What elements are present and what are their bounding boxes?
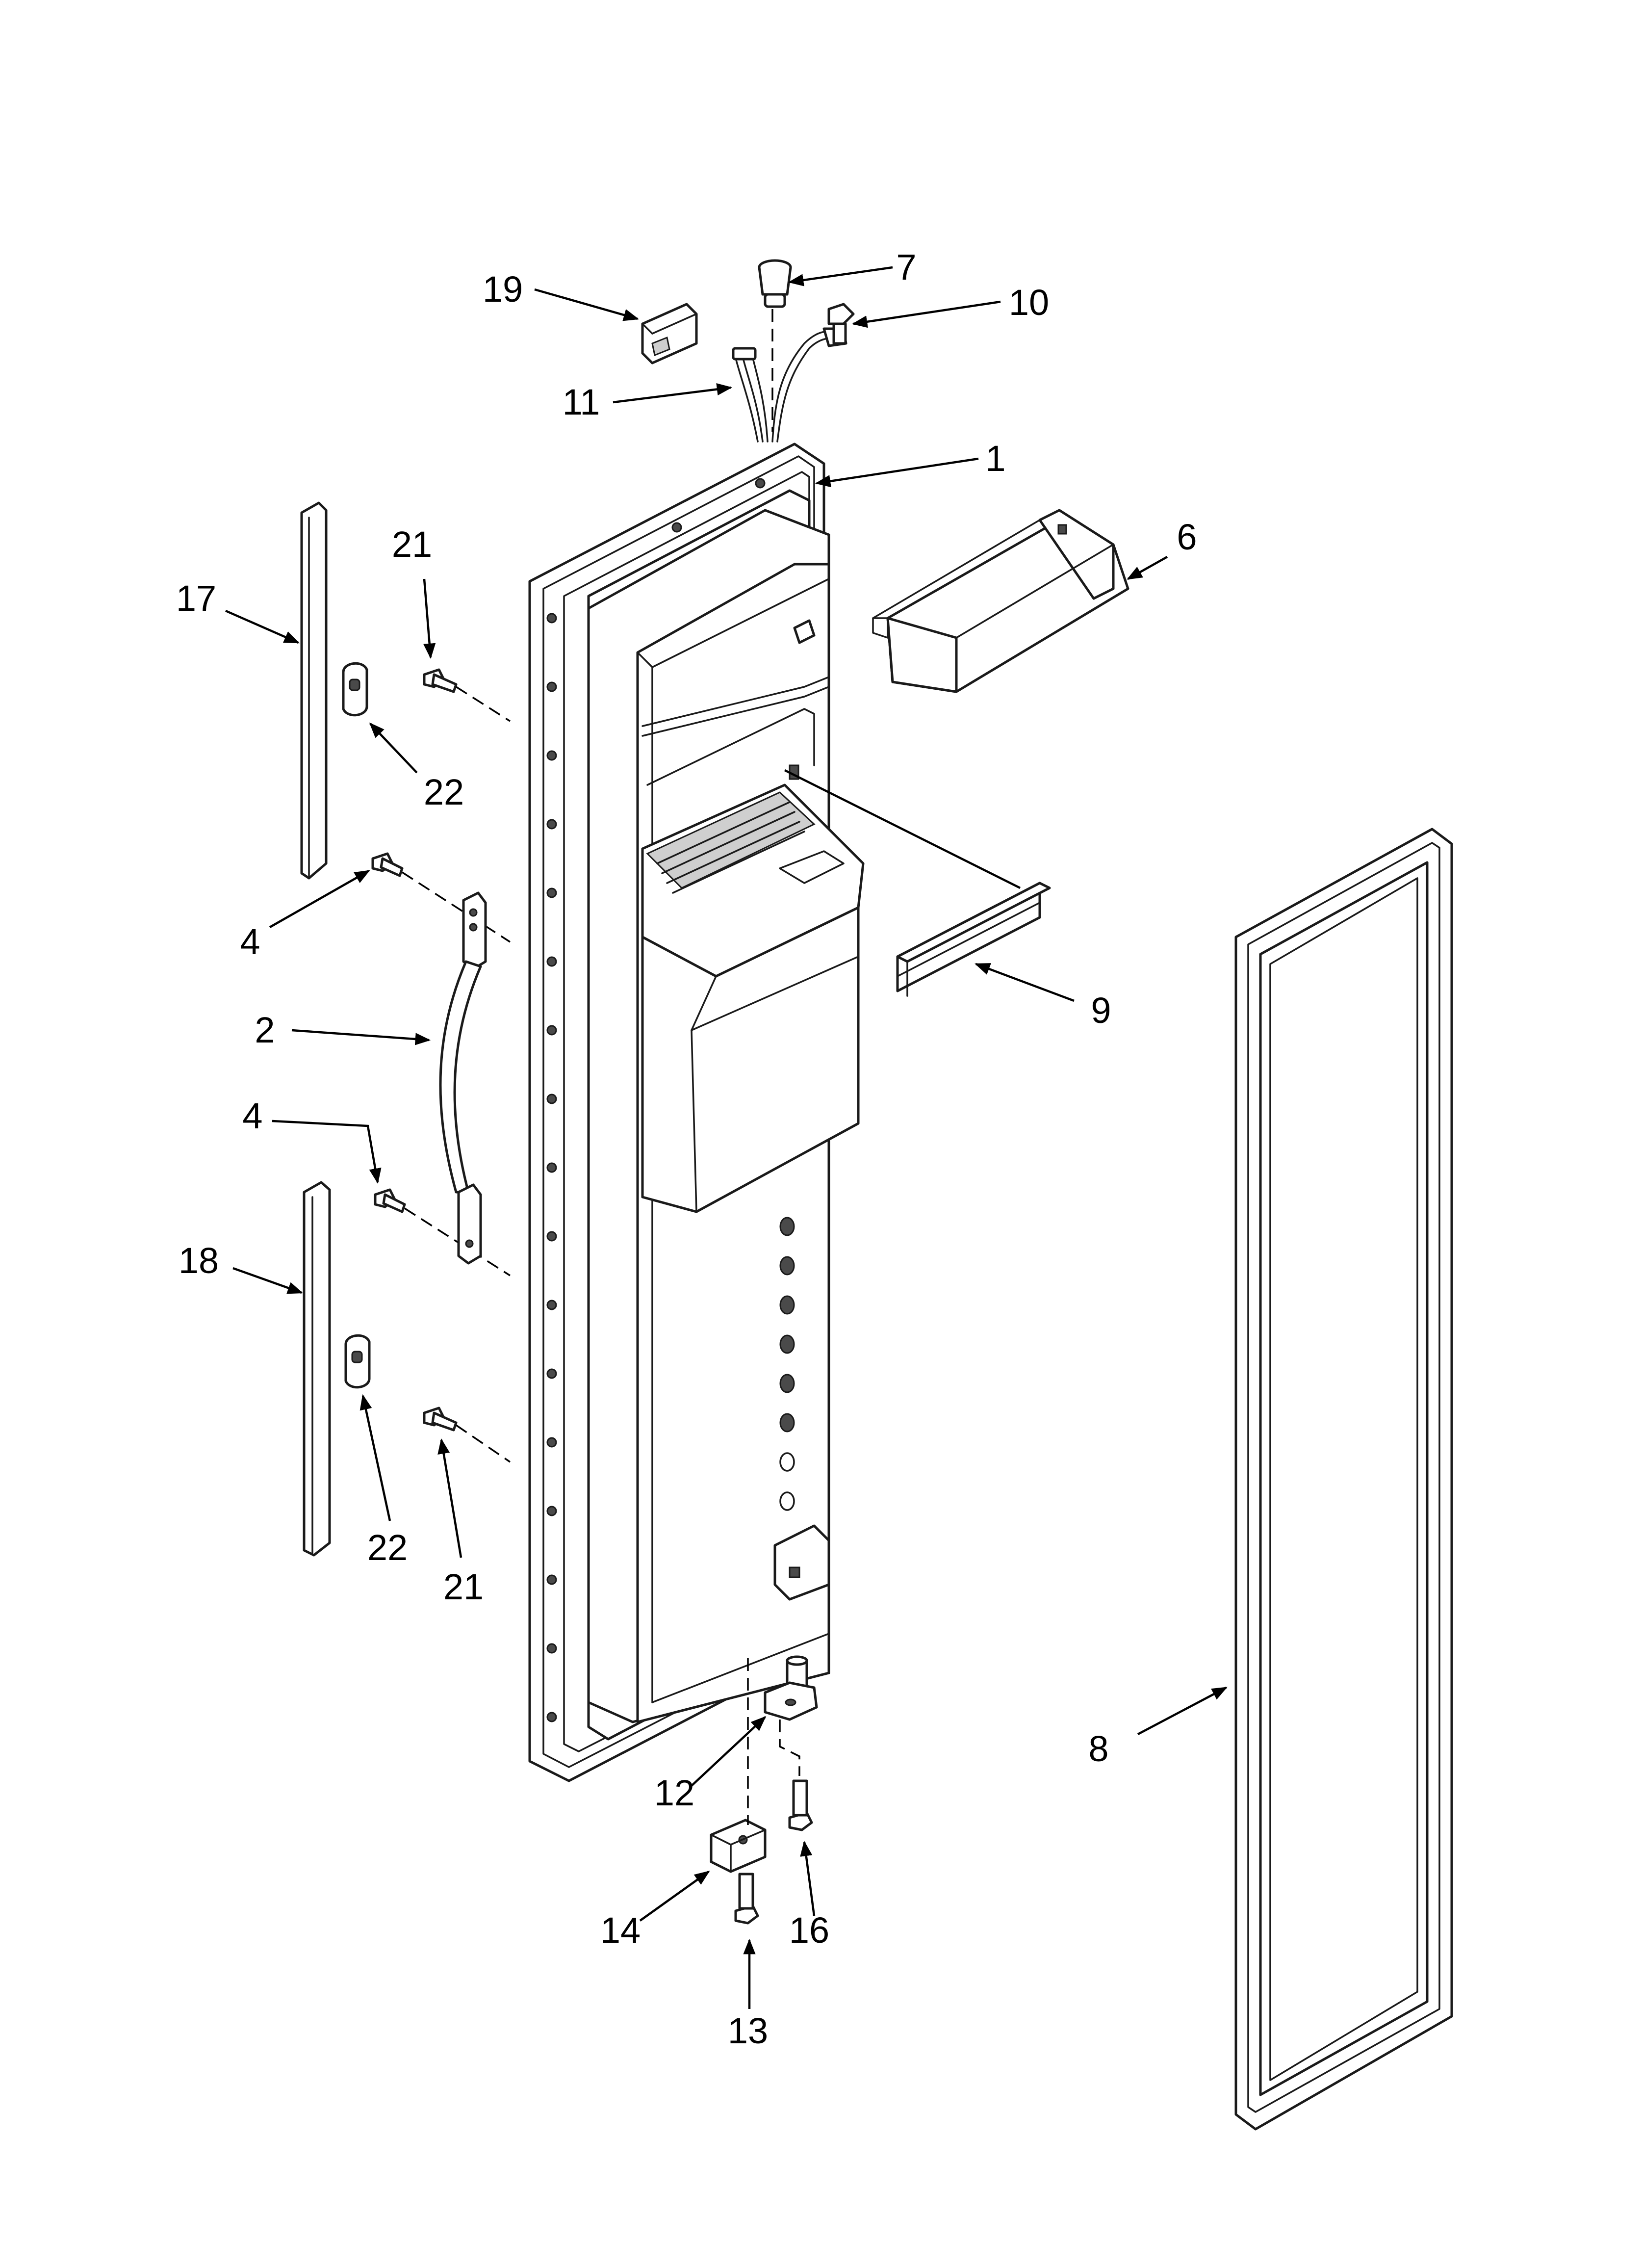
screw-21-upper: [423, 668, 458, 693]
callout-14: 14: [600, 1910, 641, 1951]
callout-4-lower: 4: [242, 1095, 262, 1136]
callout-22-lower: 22: [367, 1527, 408, 1568]
dispenser-housing: [641, 783, 865, 1213]
side-bosses: [779, 1217, 795, 1511]
leader-lines: [225, 266, 1228, 2009]
callout-8: 8: [1088, 1728, 1108, 1769]
callout-1: 1: [985, 438, 1005, 479]
callout-4-upper: 4: [240, 921, 260, 962]
clip-22-lower: [344, 1334, 371, 1389]
wire-harness: [732, 327, 847, 443]
callout-18: 18: [179, 1240, 219, 1281]
callout-21-lower: 21: [443, 1566, 484, 1607]
hinge-pin-12: [764, 1655, 818, 1721]
handle-trim-18: [303, 1181, 331, 1557]
trim-channel-9: [896, 882, 1051, 997]
callout-11: 11: [563, 382, 600, 422]
callout-17: 17: [176, 578, 216, 619]
callout-2: 2: [255, 1010, 275, 1050]
screw-13: [734, 1873, 759, 1925]
callout-21-upper: 21: [392, 524, 432, 565]
door-handle-2: [439, 891, 487, 1265]
door-gasket-8: [1234, 828, 1453, 2131]
screw-4-upper: [371, 852, 404, 877]
callout-7: 7: [896, 247, 916, 287]
callout-13: 13: [728, 2010, 768, 2051]
callout-9: 9: [1091, 990, 1111, 1031]
callout-22-upper: 22: [424, 772, 464, 812]
callout-16: 16: [789, 1910, 829, 1951]
screw-4-lower: [374, 1188, 406, 1213]
clip-22-upper: [342, 662, 368, 717]
door-liner: [528, 443, 865, 1782]
handle-trim-17: [300, 501, 328, 880]
door-bin-6: [872, 509, 1129, 693]
callout-6: 6: [1177, 517, 1197, 557]
connector-plug-19: [641, 303, 698, 365]
light-socket-7: [758, 259, 792, 308]
callout-10: 10: [1009, 282, 1049, 323]
screw-21-lower: [423, 1407, 458, 1432]
callout-12: 12: [654, 1773, 694, 1813]
hinge-bracket-14: [710, 1819, 767, 1873]
flange-holes: [546, 478, 766, 1722]
callouts: 19 7 10 11 1 6 17 21 22 4 2 4 9 18 22 21…: [176, 247, 1197, 2051]
screw-16: [788, 1779, 813, 1831]
switch-10: [827, 303, 855, 345]
callout-19: 19: [483, 269, 523, 310]
